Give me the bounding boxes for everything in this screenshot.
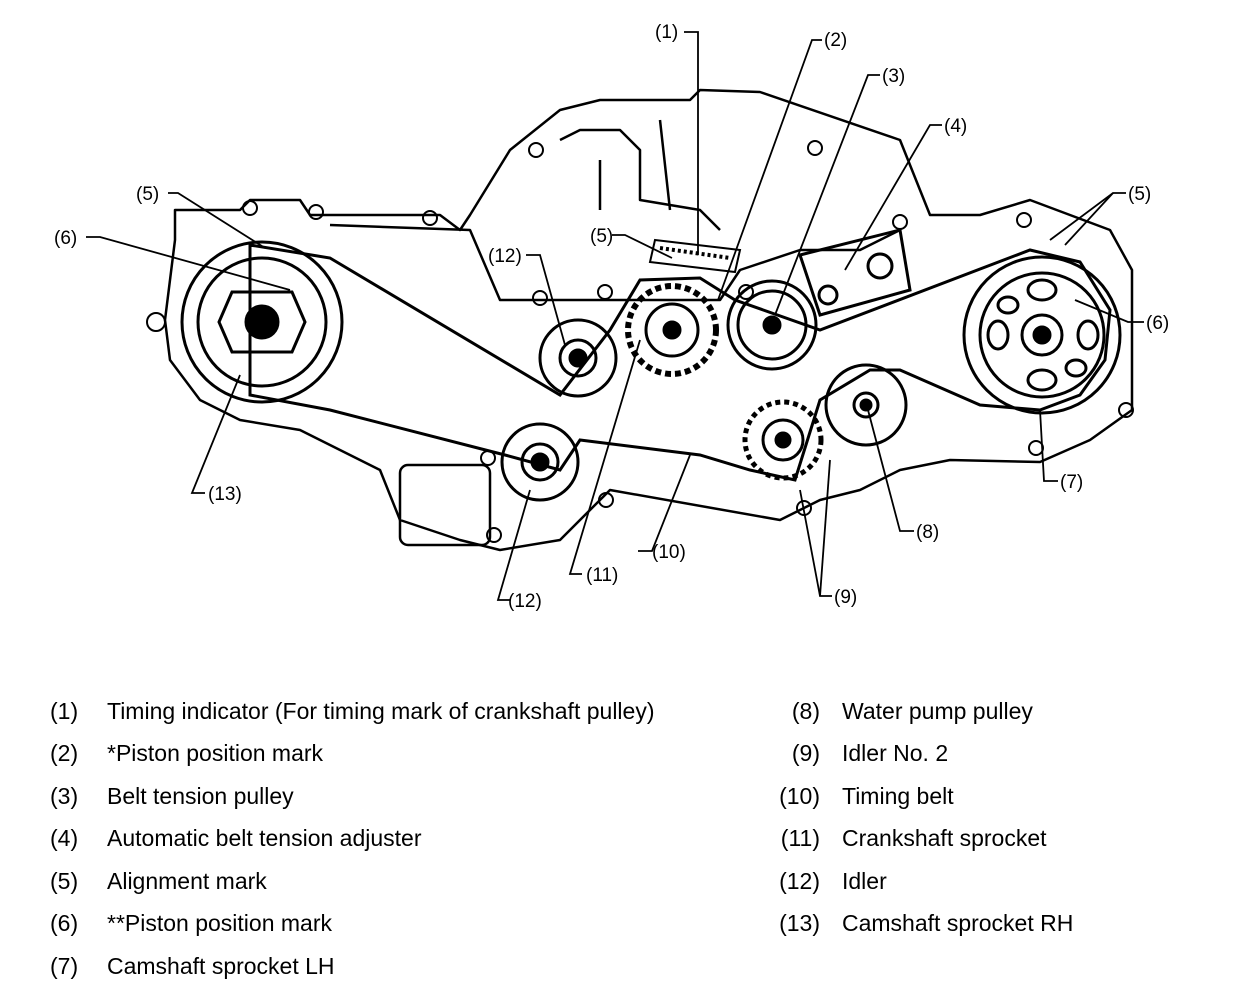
oil-filter-housing <box>398 463 492 547</box>
idler-upper <box>538 318 618 398</box>
legend-label: Camshaft sprocket LH <box>107 952 335 979</box>
legend-item: (8) Water pump pulley <box>748 690 1228 733</box>
legend-number: (2) <box>50 740 79 767</box>
legend-item: (9) Idler No. 2 <box>748 733 1228 776</box>
legend-item: (10) Timing belt <box>748 775 1228 818</box>
legend-number: (5) <box>50 867 79 894</box>
timing-belt-diagram: (1) (2) (3) (4) (5) (5) (5) (6) (6) (7) … <box>54 22 1169 612</box>
callout-8: (8) <box>916 522 939 543</box>
legend-label: *Piston position mark <box>107 740 324 767</box>
legend-item: (6) **Piston position mark <box>50 903 740 946</box>
bolts <box>146 140 1134 543</box>
legend-item: (13) Camshaft sprocket RH <box>748 903 1228 946</box>
belt-tension-pulley <box>726 279 818 371</box>
legend-item: (12) Idler <box>748 860 1228 903</box>
parts-legend: (1) Timing indicator (For timing mark of… <box>0 690 1248 978</box>
callout-13: (13) <box>208 484 242 505</box>
callout-10: (10) <box>652 542 686 563</box>
legend-label: Timing belt <box>842 782 954 809</box>
callout-7: (7) <box>1060 472 1083 493</box>
legend-item: (11) Crankshaft sprocket <box>748 818 1228 861</box>
legend-number: (10) <box>779 782 820 809</box>
legend-number: (12) <box>779 867 820 894</box>
engine-block-outline <box>163 88 1134 552</box>
legend-item: (1) Timing indicator (For timing mark of… <box>50 690 740 733</box>
legend-left-column: (1) Timing indicator (For timing mark of… <box>50 690 740 988</box>
callout-3: (3) <box>882 66 905 87</box>
legend-label: Alignment mark <box>107 867 267 894</box>
callout-6-left: (6) <box>54 228 77 249</box>
automatic-belt-tension-adjuster <box>798 228 912 317</box>
callout-6-right: (6) <box>1146 313 1169 334</box>
legend-item: (3) Belt tension pulley <box>50 775 740 818</box>
legend-label: Camshaft sprocket RH <box>842 910 1074 937</box>
callout-5-center: (5) <box>590 226 613 247</box>
timing-belt <box>248 243 1112 482</box>
legend-number: (6) <box>50 910 79 937</box>
camshaft-sprocket-rh <box>180 240 344 404</box>
idler-lower <box>500 422 580 502</box>
legend-item: (7) Camshaft sprocket LH <box>50 945 740 988</box>
legend-number: (8) <box>791 697 820 724</box>
legend-label: Timing indicator (For timing mark of cra… <box>107 697 655 724</box>
legend-label: Water pump pulley <box>842 697 1033 724</box>
legend-number: (13) <box>779 910 820 937</box>
legend-number: (7) <box>50 952 79 979</box>
timing-indicator <box>648 238 742 274</box>
leader-lines <box>86 31 1144 601</box>
camshaft-sprocket-lh <box>962 255 1122 415</box>
idler-no-2 <box>742 399 824 481</box>
legend-number: (4) <box>50 825 79 852</box>
legend-label: **Piston position mark <box>107 910 332 937</box>
legend-number: (3) <box>50 782 79 809</box>
callout-12-upper: (12) <box>488 246 522 267</box>
callout-11: (11) <box>586 565 618 586</box>
callout-5-left: (5) <box>136 184 159 205</box>
legend-item: (4) Automatic belt tension adjuster <box>50 818 740 861</box>
legend-label: Idler No. 2 <box>842 740 949 767</box>
callout-12-lower: (12) <box>508 591 542 612</box>
legend-number: (11) <box>780 825 820 852</box>
callout-2: (2) <box>824 30 847 51</box>
legend-item: (5) Alignment mark <box>50 860 740 903</box>
legend-label: Belt tension pulley <box>107 782 294 809</box>
legend-right-column: (8) Water pump pulley (9) Idler No. 2 (1… <box>748 690 1228 945</box>
legend-item: (2) *Piston position mark <box>50 733 740 776</box>
legend-number: (9) <box>791 740 820 767</box>
water-pump-pulley <box>824 363 908 447</box>
callout-4: (4) <box>944 116 967 137</box>
cover-inner-line <box>329 223 901 302</box>
legend-label: Crankshaft sprocket <box>842 825 1047 852</box>
callout-9: (9) <box>834 587 857 608</box>
legend-label: Automatic belt tension adjuster <box>107 825 422 852</box>
legend-label: Idler <box>842 867 887 894</box>
callout-1: (1) <box>655 22 678 43</box>
callout-5-right: (5) <box>1128 184 1151 205</box>
block-upper-detail <box>559 119 721 231</box>
crankshaft-sprocket <box>625 283 719 377</box>
legend-number: (1) <box>50 697 79 724</box>
